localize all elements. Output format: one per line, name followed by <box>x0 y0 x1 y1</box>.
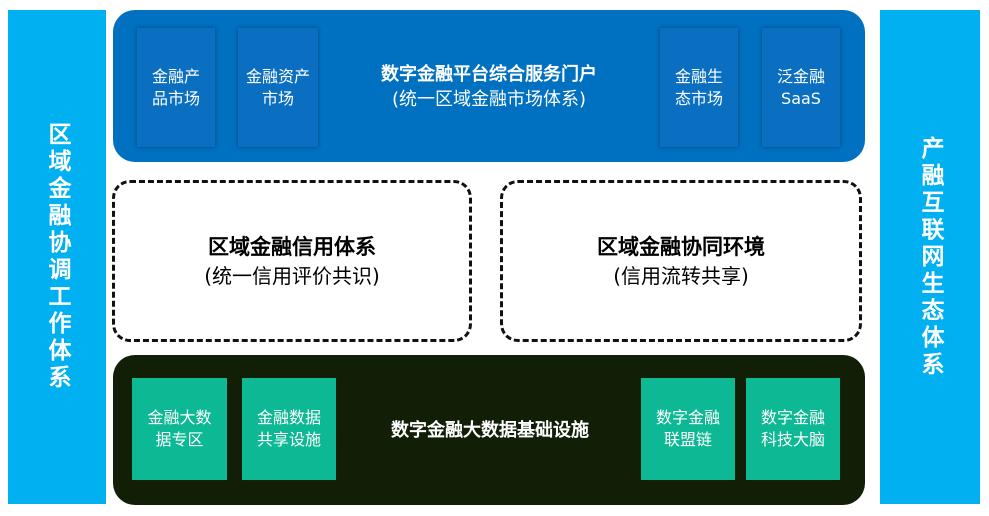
credit-system-title: 区域金融信用体系 <box>208 235 376 259</box>
tile-asset-market: 金融资产市场 <box>238 28 318 147</box>
credit-system-box: 区域金融信用体系 (统一信用评价共识) <box>112 180 472 342</box>
portal-subtitle: (统一区域金融市场体系) <box>391 89 587 110</box>
tile-data-sharing: 金融数据共享设施 <box>242 378 336 480</box>
collab-env-box: 区域金融协同环境 (信用流转共享) <box>500 180 862 342</box>
portal-title: 数字金融平台综合服务门户 (统一区域金融市场体系) <box>330 62 648 112</box>
portal-title-text: 数字金融平台综合服务门户 <box>381 64 597 85</box>
tile-tech-brain: 数字金融科技大脑 <box>746 378 840 480</box>
infrastructure-panel <box>113 355 865 505</box>
collab-env-subtitle: (信用流转共享) <box>613 264 749 288</box>
tile-bigdata-zone: 金融大数据专区 <box>132 378 227 480</box>
tile-saas: 泛金融SaaS <box>762 28 840 147</box>
right-side-label: 产融互联网生态体系 <box>880 10 980 504</box>
left-side-label: 区域金融协调工作体系 <box>8 10 106 504</box>
credit-system-subtitle: (统一信用评价共识) <box>204 264 380 288</box>
tile-ecosystem-market: 金融生态市场 <box>660 28 738 147</box>
tile-alliance-chain: 数字金融联盟链 <box>641 378 735 480</box>
infrastructure-title: 数字金融大数据基础设施 <box>391 420 589 441</box>
collab-env-title: 区域金融协同环境 <box>597 235 765 259</box>
tile-product-market: 金融产品市场 <box>137 28 215 147</box>
